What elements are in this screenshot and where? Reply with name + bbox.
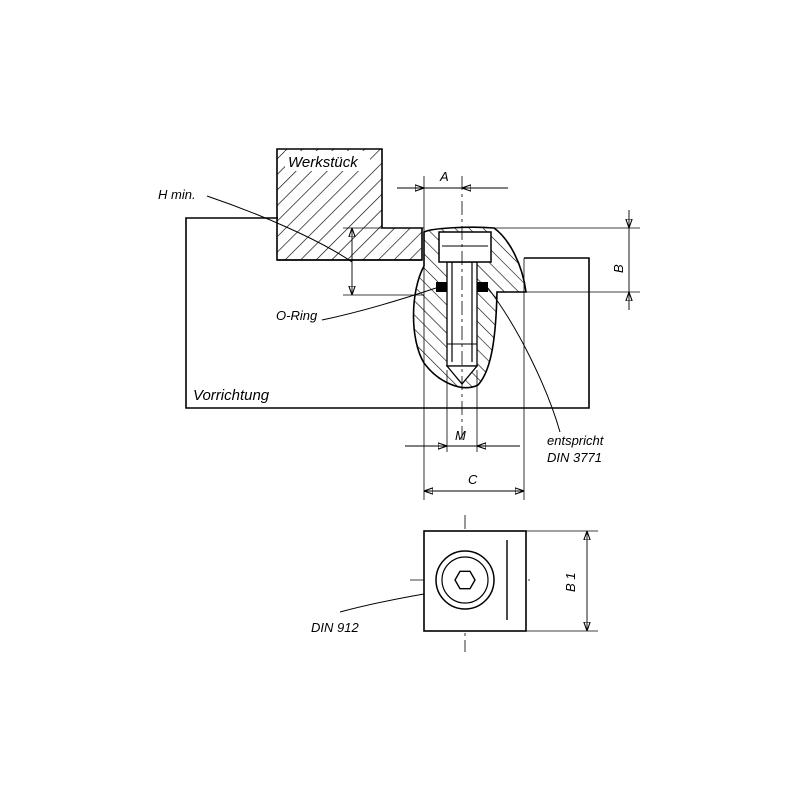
workpiece-label: Werkstück xyxy=(288,154,359,171)
entspricht-label: entspricht xyxy=(547,433,605,448)
fixture-label: Vorrichtung xyxy=(193,387,270,404)
clamp-top-view xyxy=(423,530,527,632)
dim-m-label: M xyxy=(455,428,466,443)
h-min-label: H min. xyxy=(158,187,196,202)
dim-b1-label: B 1 xyxy=(563,572,578,592)
dim-c-label: C xyxy=(468,472,478,487)
o-ring-label: O-Ring xyxy=(276,308,318,323)
din-3771-label: DIN 3771 xyxy=(547,450,602,465)
dim-b-label: B xyxy=(611,264,626,273)
dim-a-label: A xyxy=(439,169,449,184)
fixture-outline xyxy=(185,217,590,409)
clamp-body-section xyxy=(412,226,527,389)
din-912-label: DIN 912 xyxy=(311,620,359,635)
